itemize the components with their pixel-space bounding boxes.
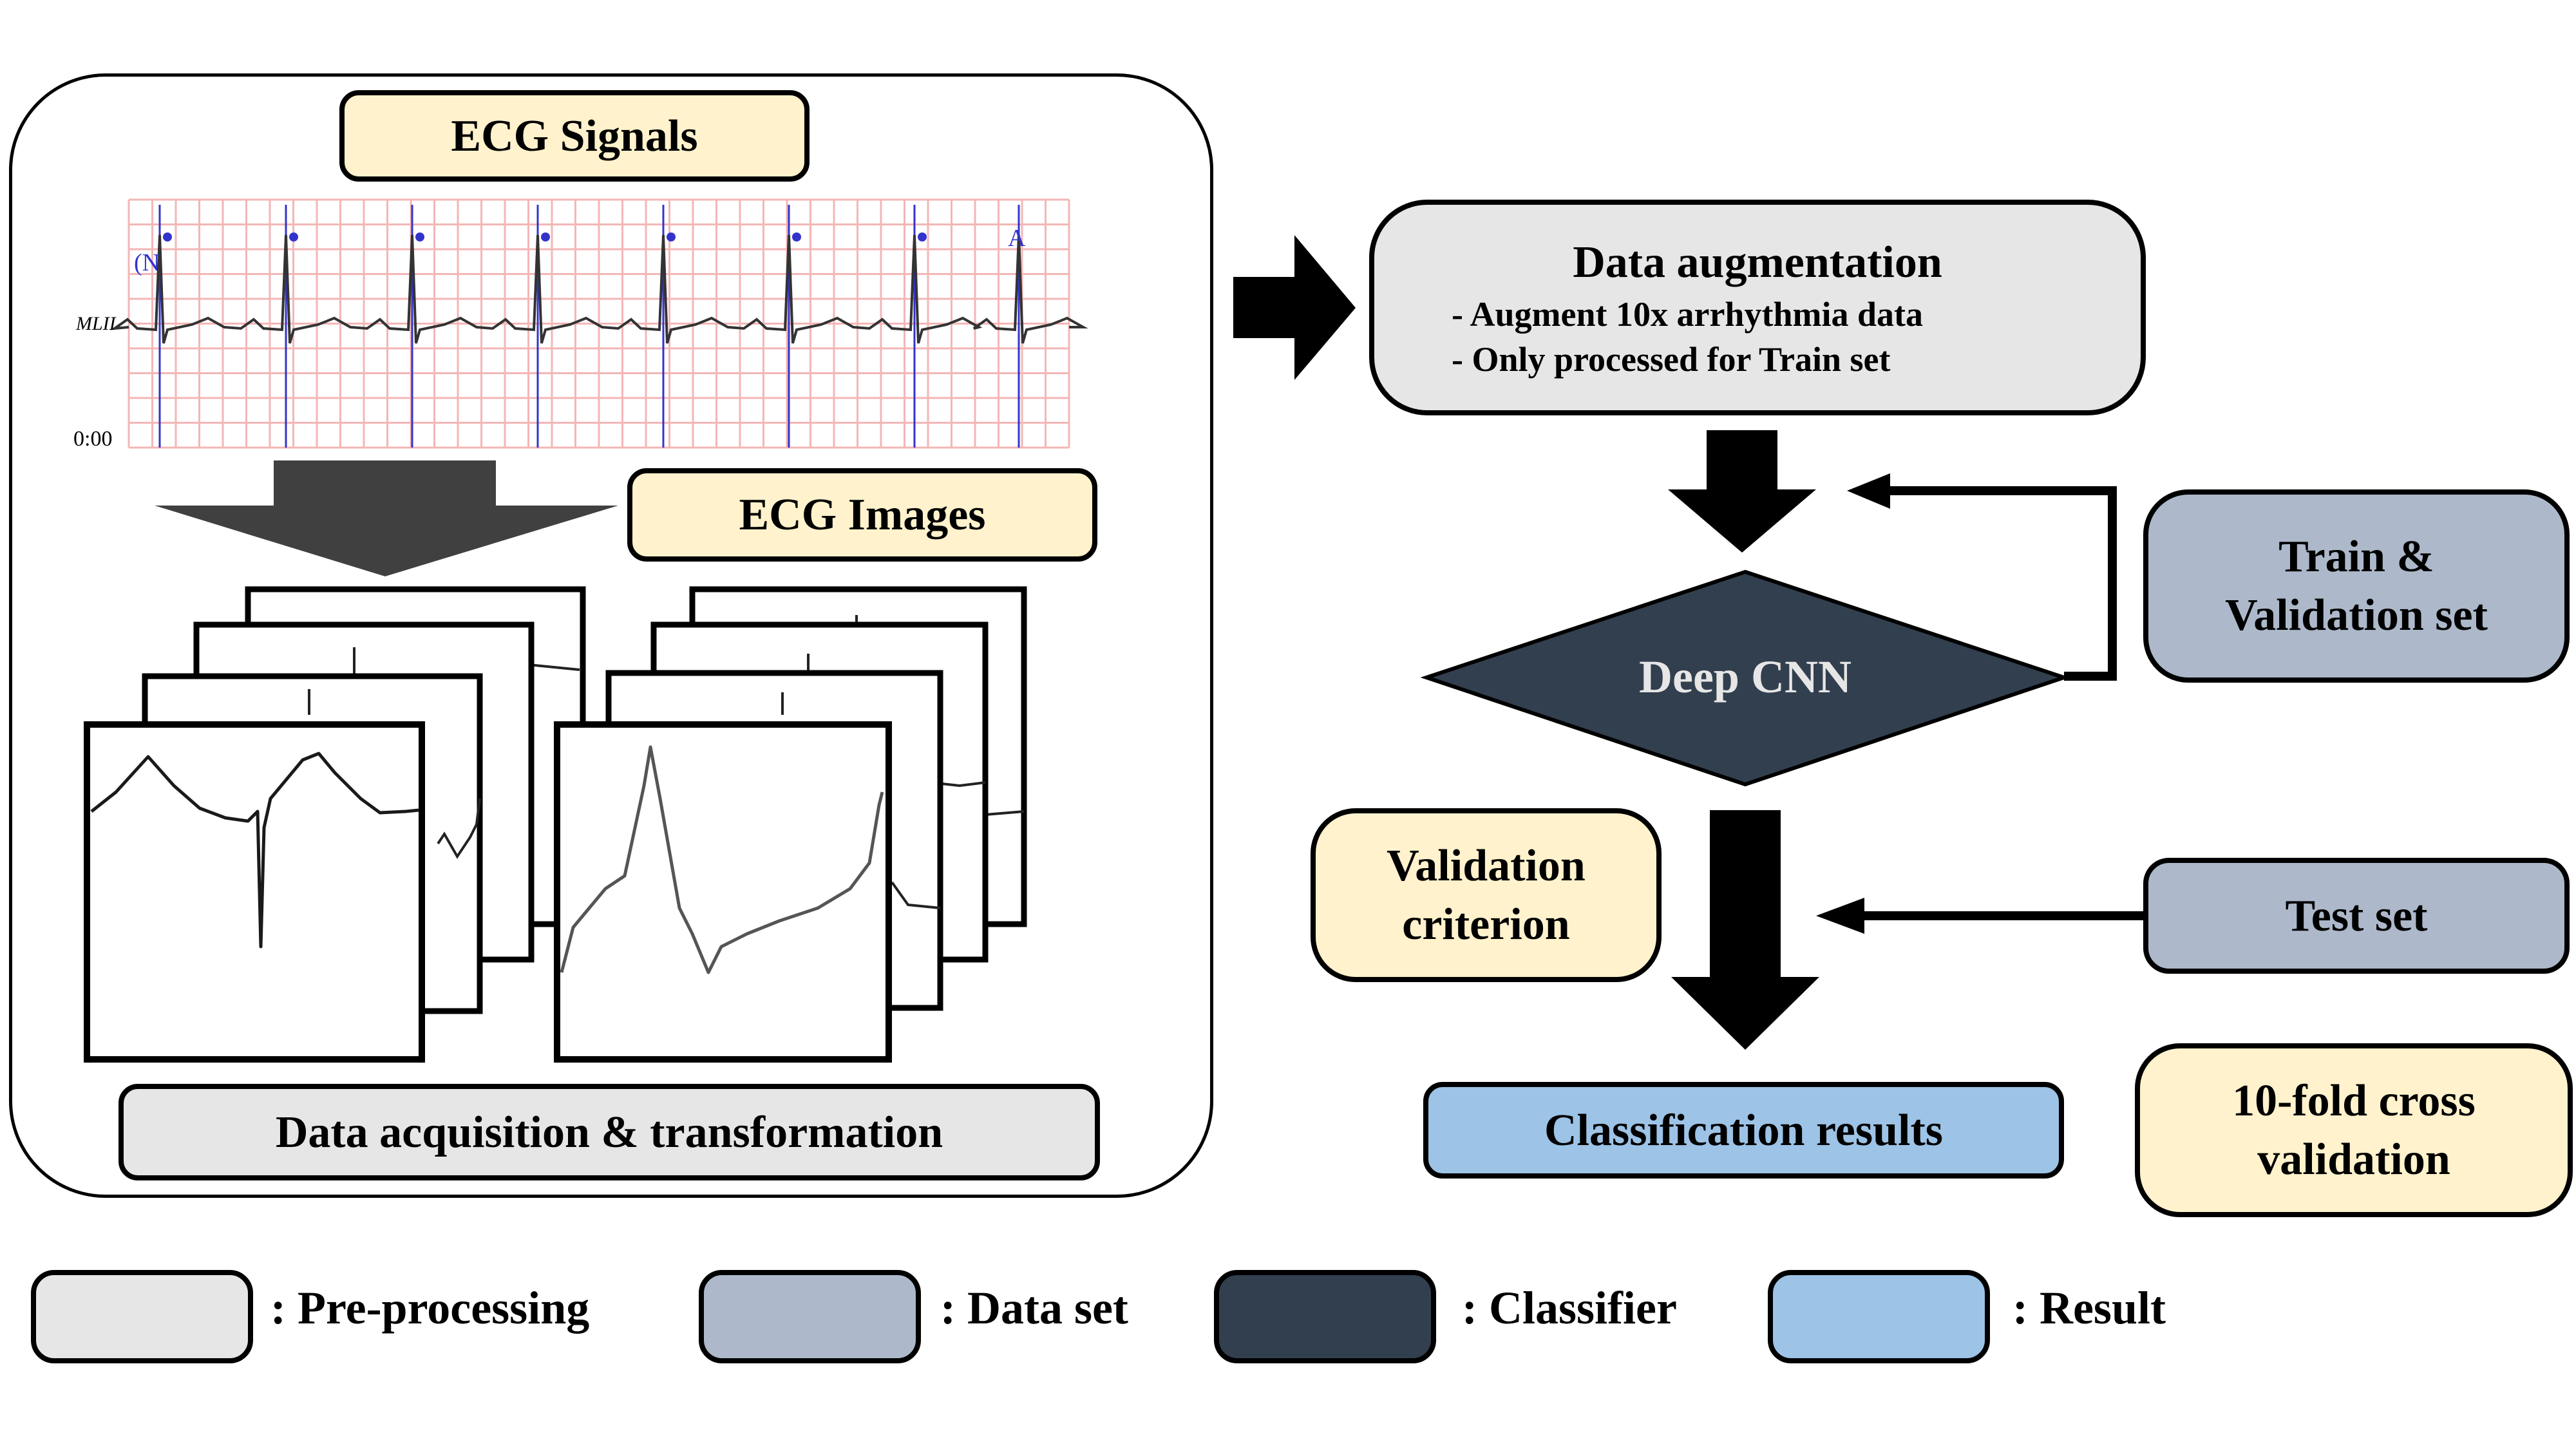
- down-arrow-1-icon: [1668, 430, 1816, 553]
- legend-label-preprocessing: : Pre-processing: [270, 1282, 590, 1334]
- classification-results-label: Classification results: [1544, 1105, 1943, 1155]
- augmentation-line-2: - Only processed for Train set: [1452, 340, 1891, 379]
- ecg-image-stack-right: [554, 586, 1027, 1063]
- ecg-lead-label: MLII: [75, 313, 117, 334]
- ecg-images-label-box: ECG Images: [627, 468, 1097, 562]
- ecg-signal-strip: MLII 0:00 (N A: [73, 198, 1088, 451]
- validation-criterion-box: Validation criterion: [1311, 808, 1662, 982]
- ecg-grid: [128, 198, 1070, 449]
- ecg-annotation-a: A: [1008, 225, 1026, 252]
- legend-label-dataset: : Data set: [940, 1282, 1128, 1334]
- train-val-arrowhead-icon: [1847, 473, 1890, 509]
- ecg-signals-label: ECG Signals: [451, 111, 698, 161]
- augmentation-line-1: - Augment 10x arrhythmia data: [1452, 294, 1923, 334]
- ecg-annotation-n: (N: [134, 249, 160, 276]
- down-arrow-2-icon: [1671, 810, 1819, 1050]
- cross-validation-label-2: validation: [2257, 1135, 2450, 1184]
- right-arrow-icon: [1233, 235, 1356, 380]
- ecg-beat-dot: [163, 232, 172, 242]
- ecg-beat-dot: [289, 232, 298, 242]
- ecg-images-label: ECG Images: [739, 490, 986, 540]
- cross-validation-box: 10-fold cross validation: [2135, 1043, 2573, 1217]
- deep-cnn-label: Deep CNN: [1639, 651, 1852, 703]
- classification-results-box: Classification results: [1423, 1082, 2064, 1179]
- ecg-beat-dot: [918, 232, 927, 242]
- ecg-beat-dot: [667, 232, 676, 242]
- ecg-signals-label-box: ECG Signals: [339, 90, 810, 182]
- legend-swatch-dataset: [699, 1270, 921, 1363]
- deep-cnn-diamond: [1420, 569, 2070, 787]
- train-validation-label-1: Train &: [2278, 532, 2434, 582]
- test-set-arrowhead-icon: [1816, 898, 1864, 934]
- cross-validation-label-1: 10-fold cross: [2232, 1076, 2476, 1126]
- acquisition-box: Data acquisition & transformation: [118, 1084, 1100, 1180]
- validation-criterion-label-2: criterion: [1402, 900, 1570, 949]
- train-validation-box: Train & Validation set: [2143, 489, 2570, 683]
- acquisition-label: Data acquisition & transformation: [275, 1107, 943, 1157]
- ecg-beat-dot: [541, 232, 550, 242]
- ecg-time-label: 0:00: [73, 427, 112, 451]
- ecg-trace: [109, 234, 1088, 344]
- augmentation-box: Data augmentation - Augment 10x arrhythm…: [1369, 200, 2146, 415]
- test-set-box: Test set: [2143, 858, 2570, 974]
- legend-swatch-classifier: [1214, 1270, 1436, 1363]
- legend-label-result: : Result: [2012, 1282, 2166, 1334]
- train-val-connector: [1890, 486, 2117, 681]
- ecg-beat-dot: [792, 232, 801, 242]
- legend-label-classifier: : Classifier: [1462, 1282, 1677, 1334]
- legend-swatch-preprocessing: [31, 1270, 253, 1363]
- ecg-beat-dot: [415, 232, 424, 242]
- legend-swatch-result: [1768, 1270, 1990, 1363]
- train-validation-label-2: Validation set: [2225, 591, 2488, 640]
- transform-arrow-icon: [155, 460, 618, 576]
- validation-criterion-label-1: Validation: [1387, 841, 1586, 891]
- augmentation-title: Data augmentation: [1573, 237, 1942, 287]
- test-set-label: Test set: [2285, 891, 2428, 941]
- ecg-image-stack-left: [84, 586, 586, 1063]
